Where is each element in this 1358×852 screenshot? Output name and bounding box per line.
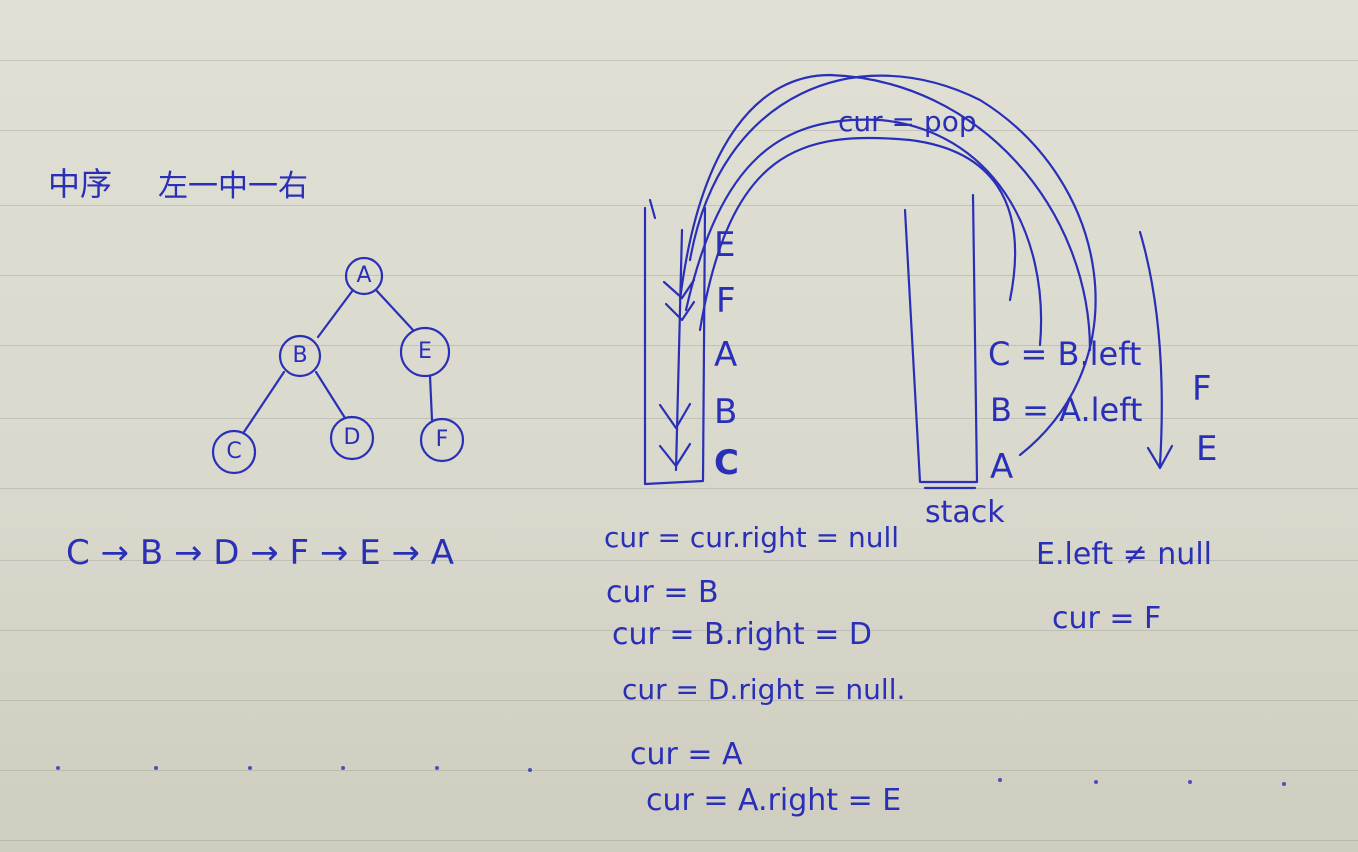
- pop-arc: [678, 73, 1092, 352]
- tree-node-f: F: [435, 427, 449, 452]
- left-stack-c: C: [714, 443, 739, 483]
- tree-node-d-circle: [329, 415, 375, 461]
- pop-arc: [698, 136, 1017, 332]
- cur-pop-label: cur = pop: [838, 105, 977, 138]
- left-stack-b: B: [714, 392, 738, 432]
- left-stack-e: E: [714, 225, 736, 265]
- note-cur-f: cur = F: [1052, 601, 1162, 636]
- tree-node-f-circle: [419, 417, 465, 463]
- traversal-result: C → B → D → F → E → A: [66, 533, 455, 573]
- step-line: cur = B.right = D: [612, 617, 872, 652]
- ruled-line: [0, 205, 1358, 206]
- ruled-line: [0, 630, 1358, 631]
- step-line: cur = cur.right = null: [604, 521, 899, 554]
- ruled-line: [0, 488, 1358, 489]
- down-arrow-head: [662, 278, 696, 300]
- ruled-line: [0, 770, 1358, 771]
- ruled-line: [0, 840, 1358, 841]
- right-stack-a: A: [990, 447, 1014, 487]
- tree-edge: [314, 370, 347, 420]
- heading-title: 中序: [48, 165, 113, 203]
- tree-node-a-circle: [344, 256, 384, 296]
- right-list-f: F: [1192, 369, 1212, 409]
- step-line: cur = A.right = E: [646, 783, 902, 818]
- note-e-left: E.left ≠ null: [1036, 537, 1212, 572]
- right-stack-b: B = A.left: [990, 391, 1143, 429]
- down-arrow-head: [658, 402, 692, 430]
- left-stack-outline: [643, 206, 707, 486]
- tree-edge: [316, 288, 355, 339]
- ruled-line: [0, 60, 1358, 61]
- down-arrow-head: [1146, 444, 1174, 470]
- heading-rule: 左一中一右: [158, 169, 308, 204]
- step-line: cur = D.right = null.: [622, 673, 906, 706]
- ruled-line: [0, 560, 1358, 561]
- tree-node-e-circle: [399, 326, 451, 378]
- tree-edge: [242, 370, 286, 434]
- ruled-line: [0, 418, 1358, 419]
- left-stack-f: F: [716, 281, 736, 321]
- right-arrow-line: [1138, 230, 1163, 467]
- tree-node-c-circle: [211, 429, 257, 475]
- tree-node-b: B: [292, 343, 308, 368]
- tree-edge: [428, 374, 434, 422]
- step-line: cur = B: [606, 575, 719, 610]
- tree-node-c: C: [226, 439, 242, 464]
- step-line: cur = A: [630, 737, 743, 772]
- ruled-line: [0, 130, 1358, 131]
- right-stack-outline: [903, 193, 979, 484]
- tree-node-e: E: [418, 339, 432, 364]
- right-stack-c: C = B.left: [988, 335, 1142, 373]
- tree-node-a: A: [356, 263, 372, 288]
- tree-node-b-circle: [278, 334, 322, 378]
- tree-node-d: D: [343, 425, 361, 450]
- tree-edge: [374, 288, 415, 332]
- stack-label: stack: [925, 495, 1005, 530]
- ruled-line: [0, 275, 1358, 276]
- down-arrow-head: [664, 300, 696, 322]
- left-stack-tick: [648, 198, 657, 220]
- left-stack-arrow-line: [674, 228, 684, 472]
- down-arrow-head: [658, 442, 692, 468]
- right-list-e: E: [1196, 429, 1218, 469]
- left-stack-a: A: [714, 335, 738, 375]
- ruled-line: [0, 700, 1358, 701]
- pop-arc: [684, 118, 1043, 347]
